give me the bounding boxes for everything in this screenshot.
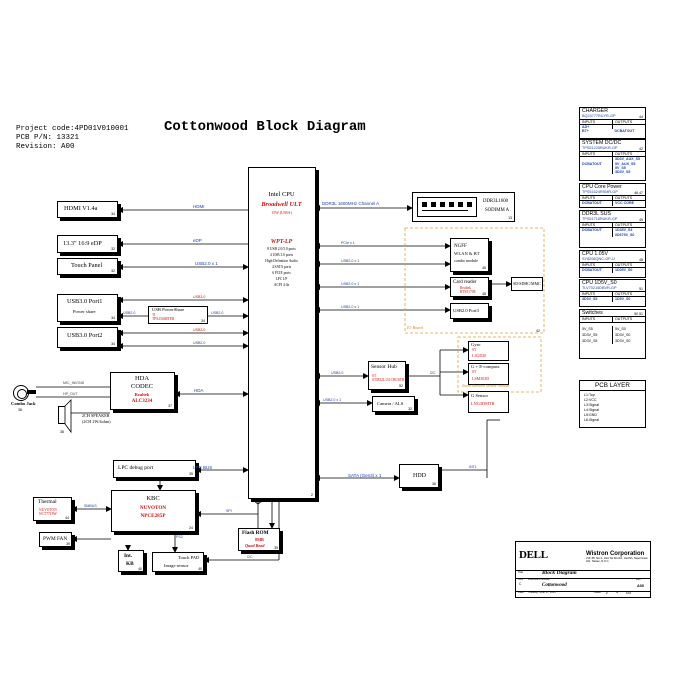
gyro-block: Gyro ST L3GD20 xyxy=(468,341,509,361)
bus-edp: eDP xyxy=(193,238,202,243)
bus-ddr: DDR3L 1600MHz Channel A xyxy=(322,201,380,206)
bus-usb20-1b: USB2.0 xyxy=(211,311,224,315)
bus-pcie: PCIe x 1 xyxy=(341,241,355,245)
ngff-block: NGFF WLAN & BT combo module 45 xyxy=(450,238,489,272)
pcb-layer-table: PCB LAYER L1:Top L2:VCC L3:Signal L4:Sig… xyxy=(579,380,646,428)
bus-usb-sensor: USB2.0 xyxy=(331,371,344,375)
bus-hdmi: HDMI xyxy=(193,204,205,209)
ddr-block: DDR3L1600 SODIMM A 13 xyxy=(412,192,515,222)
cpu-power: 15W (UMA) xyxy=(271,210,292,215)
dell-logo: DELL xyxy=(519,549,548,561)
project-code: Project code:4PD01V010001 xyxy=(16,125,129,133)
bus-int: INT1 xyxy=(469,465,477,469)
cpu-feature: ACPI 4.0a xyxy=(273,283,290,287)
bus-usb20-2: USB2.0 xyxy=(193,341,206,345)
cpu-feature: 4 SATA ports xyxy=(271,265,292,269)
bus-lpc: LPC BUS xyxy=(193,465,213,470)
bus-i2c: I2C xyxy=(247,555,253,559)
bus-usb20-1: USB2.0 xyxy=(123,311,136,315)
cpu-model: Broadwell ULT xyxy=(261,201,302,208)
speaker-spec: (2CH 2W/4ohm) xyxy=(82,419,111,424)
kbc-block: KBC NUVOTON NPCE285P 24 xyxy=(111,490,196,532)
revision: Revision: A00 xyxy=(16,143,75,151)
card-reader-block: Card reader Realtek RTS5170E 48 xyxy=(450,277,489,297)
bus-hp: HP_OUT xyxy=(63,392,78,396)
speaker-label: 2CH SPEAKER xyxy=(82,413,110,418)
touchpad-block: Touch PAD Image sensor 40 xyxy=(152,552,204,572)
bus-mic: MIC_IN/GND xyxy=(63,381,85,385)
sd-block: SD/SDHC/MMC xyxy=(511,277,543,291)
spi-split xyxy=(249,497,267,505)
combo-jack-label: Combo Jack xyxy=(11,401,36,406)
pwm-fan-block: PWM FAN 39 xyxy=(39,532,72,547)
edp-block: 13.3" 16:9 eDP 32 xyxy=(57,235,118,253)
bus-ps2: PS2 xyxy=(176,535,183,539)
bus-usb30-1: USB3.0 xyxy=(193,295,206,299)
company-address: 21F, 88, Sec.1, Hsin Tai Wu Rd., Hsichih… xyxy=(586,557,648,563)
cpu-title: Intel CPU xyxy=(268,191,295,198)
usb3-port2-block: USB3.0 Port2 34 xyxy=(57,327,118,348)
usb-powershare-block: USB PowerShare TI TPS2546RTER 34 xyxy=(148,306,208,324)
hdmi-block: HDMI V1.4a 34 xyxy=(57,201,118,218)
int-kb-block: Int. KB 40 xyxy=(118,550,144,572)
sheet-title: Block Diagram xyxy=(542,570,577,576)
bus-usb30-2: USB3.0 xyxy=(193,328,206,332)
bus-sata: SATA (Gen3) x 1 xyxy=(348,473,382,478)
page-title: Cottonwood Block Diagram xyxy=(164,119,366,135)
lpc-debug-block: LPC debug port 35 xyxy=(113,460,196,478)
camera-block: Camera / ALS 32 xyxy=(372,396,415,412)
combo-jack-icon xyxy=(13,385,29,401)
thermal-block: Thermal NUVOTON NCT7718W 44 xyxy=(33,497,72,521)
bus-hda: HDA xyxy=(194,388,204,393)
cpu-feature: 4 USB 3.0 ports xyxy=(269,253,294,257)
ecompass-block: G + E-compass ST LSM303D xyxy=(468,363,509,385)
usb3-port1-block: USB3.0 Port1 Power share 34 xyxy=(57,294,118,322)
io-board-label: IO Board xyxy=(407,325,423,330)
page-ref: 2 xyxy=(311,493,313,497)
pcb-pn: PCB P/N: 13321 xyxy=(16,134,80,142)
touch-panel-block: Touch Panel 32 xyxy=(57,258,118,275)
bus-usb-cam: USB2.0 x 1 xyxy=(323,398,342,402)
power-table-cpu-core: CPU Core Power TPS51624RSMR-GP 46,47 INP… xyxy=(579,183,646,208)
pch-name: WPT-LP xyxy=(270,239,293,245)
bus-i2c-sensor: I2C xyxy=(430,371,436,375)
company-name: Wistron Corporation xyxy=(586,551,645,557)
cpu-block: Intel CPU Broadwell ULT 15W (UMA) WPT-LP… xyxy=(248,167,316,499)
bus-usb-touch: USB2.0 x 1 xyxy=(195,261,218,266)
sensor-note: Some function sensor module xyxy=(462,384,510,388)
bus-usb-ngff: USB2.0 x 1 xyxy=(341,259,360,263)
bus-smbus: SMBUS xyxy=(84,504,97,508)
gsensor-block: G Sensor LNG3DMTR xyxy=(468,391,509,413)
flash-rom-block: Flash ROM 8MB Quad Read 35 xyxy=(238,528,280,551)
hdd-block: HDD 36 xyxy=(399,464,439,488)
title-block: DELL Wistron Corporation 21F, 88, Sec.1,… xyxy=(515,541,651,598)
cpu-feature: 8 USB 2.0/3.0 ports xyxy=(267,247,296,251)
bus-spi: SPI xyxy=(226,509,232,513)
sodimm-icon xyxy=(417,197,477,217)
document-number: Cottonwood xyxy=(542,583,567,588)
cpu-feature: 6 PCIE ports xyxy=(272,271,291,275)
bus-usb-cr: USB2.0 x 1 xyxy=(341,282,360,286)
usb2-port3-block: USB2.0 Port3 xyxy=(450,303,489,319)
bus-usb-port3: USB2.0 x 1 xyxy=(341,305,360,309)
jack-plug-icon xyxy=(27,390,36,394)
cpu-feature: High Definition Audio xyxy=(265,259,298,263)
hda-codec-block: HDA CODEC Realtek ALC3234 37 xyxy=(110,372,175,410)
sensor-hub-block: Sensor Hub ST STM32L151CBU6TR 52 xyxy=(368,361,406,390)
cpu-feature: LPC I/F xyxy=(275,277,288,281)
